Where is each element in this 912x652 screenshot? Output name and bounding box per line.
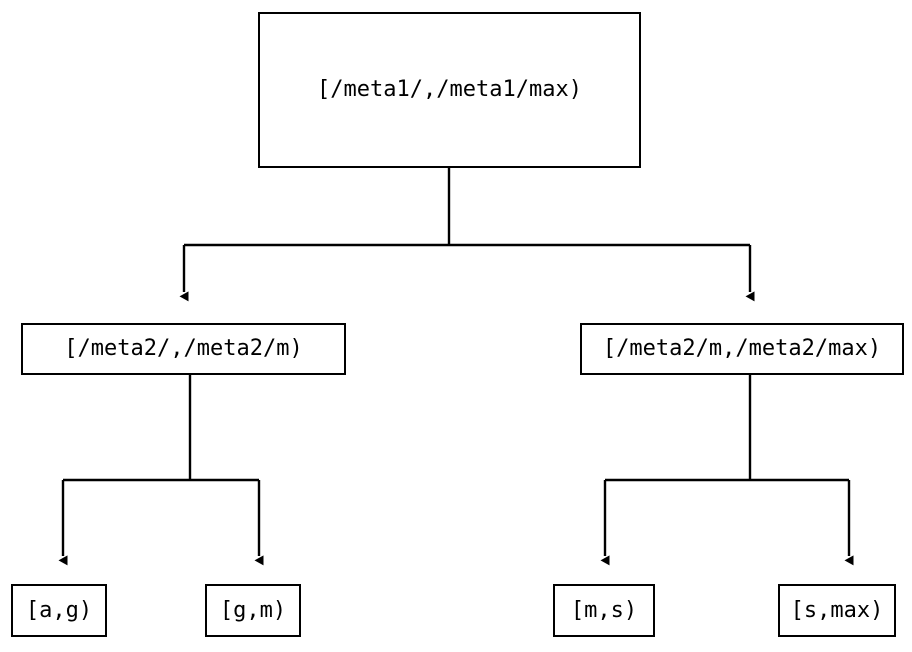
tree-node-meta2-high: [/meta2/m,/meta2/max) [580,323,904,375]
tree-node-root-label: [/meta1/,/meta1/max) [317,77,582,102]
tree-node-meta2-low-label: [/meta2/,/meta2/m) [64,336,303,361]
tree-node-leaf-ag: [a,g) [11,584,107,637]
tree-node-leaf-ms-label: [m,s) [570,597,638,623]
tree-node-leaf-smax-label: [s,max) [790,597,884,623]
tree-node-leaf-ag-label: [a,g) [25,597,93,623]
tree-node-root: [/meta1/,/meta1/max) [258,12,641,168]
tree-node-leaf-smax: [s,max) [778,584,896,637]
tree-node-meta2-low: [/meta2/,/meta2/m) [21,323,346,375]
tree-node-leaf-ms: [m,s) [553,584,655,637]
tree-node-meta2-high-label: [/meta2/m,/meta2/max) [602,336,882,361]
tree-node-leaf-gm: [g,m) [205,584,301,637]
tree-node-leaf-gm-label: [g,m) [219,597,287,623]
